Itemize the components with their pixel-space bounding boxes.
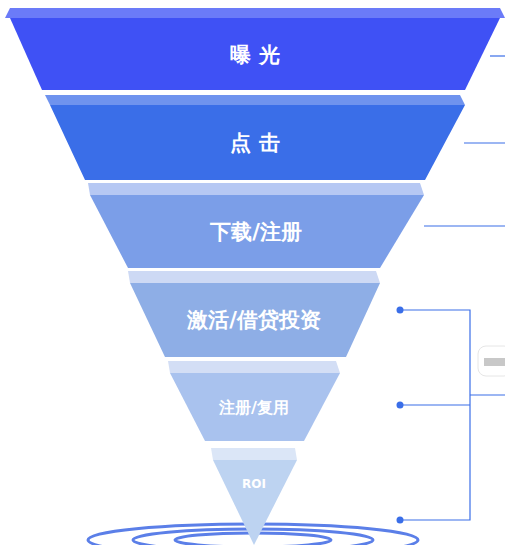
bracket xyxy=(400,310,470,520)
band-shape xyxy=(211,448,297,545)
grey-badge xyxy=(478,346,505,376)
funnel-band: ROI xyxy=(211,448,297,545)
band-top xyxy=(88,183,424,195)
band-top xyxy=(5,8,505,18)
leader-line xyxy=(424,225,505,226)
funnel-band: 激活/借贷投资 xyxy=(128,271,380,358)
grey-bar xyxy=(484,358,505,366)
band-top xyxy=(45,95,465,105)
band-label: ROI xyxy=(211,478,297,491)
band-body xyxy=(213,460,297,545)
band-label: 激活/借贷投资 xyxy=(128,309,380,332)
band-top xyxy=(168,361,340,373)
band-label: 曝 光 xyxy=(5,44,505,67)
band-top xyxy=(211,448,297,460)
bracket-dots xyxy=(397,307,404,524)
band-label: 下载/注册 xyxy=(88,221,424,244)
funnel-band: 下载/注册 xyxy=(88,183,424,269)
funnel-band: 点 击 xyxy=(45,95,465,181)
funnel-band: 注册/复用 xyxy=(168,361,340,443)
funnel-band: 曝 光 xyxy=(5,8,505,92)
dot xyxy=(397,402,404,409)
band-label: 点 击 xyxy=(45,132,465,155)
band-label: 注册/复用 xyxy=(168,399,340,417)
leader-line xyxy=(464,142,505,143)
bracket-line xyxy=(400,404,470,405)
dot xyxy=(397,307,404,314)
leader-line xyxy=(490,55,505,56)
dot xyxy=(397,517,404,524)
band-top xyxy=(128,271,380,283)
bracket-line xyxy=(470,394,505,395)
